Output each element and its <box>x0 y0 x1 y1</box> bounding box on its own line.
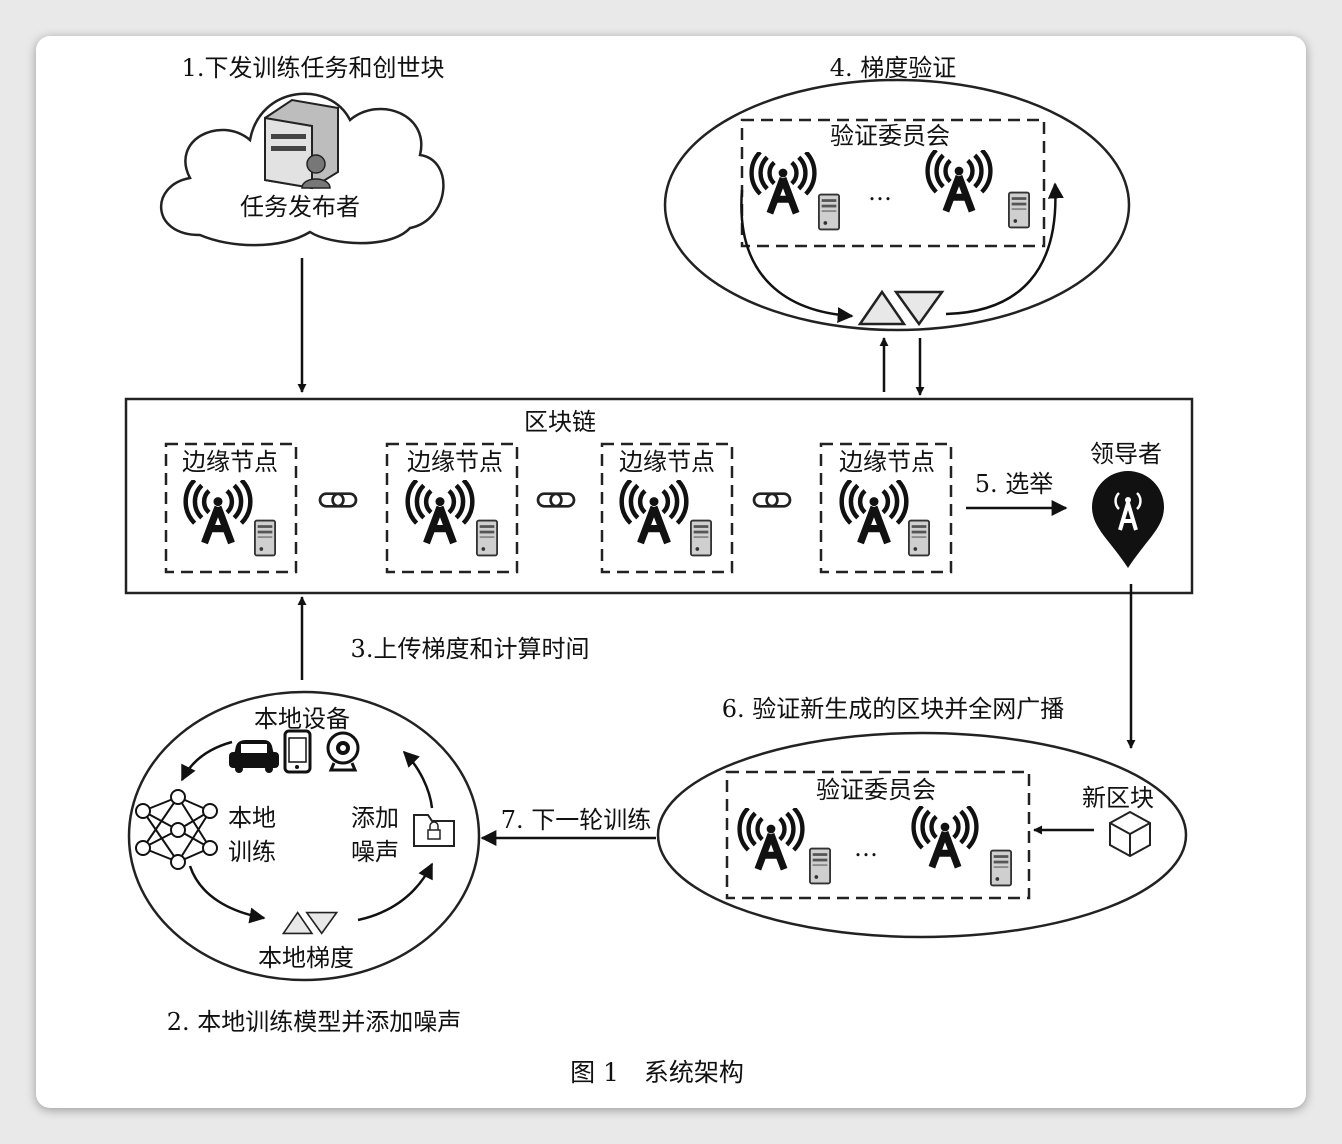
edge-node-label: 边缘节点 <box>619 448 715 476</box>
server-user-icon <box>264 98 339 190</box>
gradient-icon-top <box>858 290 944 326</box>
leader-pin-icon <box>1092 471 1164 568</box>
tower-icon <box>622 480 687 543</box>
edge-node-label: 边缘节点 <box>182 448 278 476</box>
tower-icon <box>740 808 803 869</box>
edge-node-label: 边缘节点 <box>839 448 935 476</box>
step3-label: 3.上传梯度和计算时间 <box>351 635 590 663</box>
webcam-icon <box>326 731 360 772</box>
committee-label-bottom: 验证委员会 <box>816 776 936 804</box>
add-noise-label-1: 添加 <box>351 804 399 832</box>
blockchain-box <box>124 397 1194 595</box>
tower-icon <box>752 152 815 213</box>
tower-icon <box>408 480 473 543</box>
cube-icon <box>1109 810 1151 858</box>
task-publisher-label: 任务发布者 <box>240 193 360 221</box>
edge-node-1: 边缘节点 <box>164 442 298 574</box>
server-icon <box>818 193 840 231</box>
edge-node-4: 边缘节点 <box>819 442 953 574</box>
local-training-ellipse <box>127 690 481 982</box>
server-icon <box>690 519 712 557</box>
neural-network-icon <box>135 789 218 870</box>
local-training-label-1: 本地 <box>228 804 276 832</box>
arrow-gradient-to-noise <box>357 862 434 922</box>
figure-caption: 图 1 系统架构 <box>570 1058 744 1087</box>
server-icon <box>254 519 276 557</box>
chain-link-icon <box>318 492 358 508</box>
chain-link-icon <box>752 492 792 508</box>
step4-label: 4. 梯度验证 <box>830 54 957 82</box>
arrow-noise-to-devices <box>402 750 434 809</box>
arrow-training-to-gradient <box>188 865 266 924</box>
tower-icon <box>928 150 991 211</box>
car-icon <box>229 740 279 773</box>
ellipsis-bottom: … <box>854 834 878 862</box>
verification-ellipse <box>663 78 1131 332</box>
ellipsis-top: … <box>868 178 892 206</box>
broadcast-ellipse <box>656 731 1188 939</box>
step1-label: 1.下发训练任务和创世块 <box>182 54 445 82</box>
new-block-label: 新区块 <box>1082 784 1154 812</box>
blockchain-label: 区块链 <box>524 408 596 436</box>
arrow-from-gradient <box>945 182 1064 316</box>
add-noise-label-2: 噪声 <box>351 838 399 866</box>
phone-icon <box>283 729 312 774</box>
server-icon <box>990 849 1012 887</box>
server-icon <box>809 847 831 885</box>
edge-node-2: 边缘节点 <box>385 442 519 574</box>
chain-link-icon <box>536 492 576 508</box>
server-icon <box>476 519 498 557</box>
committee-box-top <box>740 118 1046 248</box>
local-devices-label: 本地设备 <box>254 705 350 733</box>
edge-node-label: 边缘节点 <box>407 448 503 476</box>
tower-icon <box>914 806 977 867</box>
edge-node-3: 边缘节点 <box>600 442 734 574</box>
step6-label: 6. 验证新生成的区块并全网广播 <box>722 695 1065 723</box>
arrow-devices-to-training <box>180 740 233 782</box>
local-training-label-2: 训练 <box>228 838 276 866</box>
server-icon <box>1008 191 1030 229</box>
step5-label: 5. 选举 <box>975 470 1054 498</box>
arrow-to-gradient <box>740 189 854 324</box>
locked-folder-icon <box>413 814 455 847</box>
gradient-icon-local <box>282 911 338 935</box>
committee-label-top: 验证委员会 <box>830 122 950 150</box>
leader-label: 领导者 <box>1090 440 1162 468</box>
tower-icon <box>842 480 907 543</box>
local-gradient-label: 本地梯度 <box>258 944 354 972</box>
server-icon <box>908 519 930 557</box>
step2-label: 2. 本地训练模型并添加噪声 <box>167 1008 462 1036</box>
step7-label: 7. 下一轮训练 <box>501 806 652 834</box>
tower-icon <box>186 480 251 543</box>
committee-box-bottom <box>725 770 1031 900</box>
